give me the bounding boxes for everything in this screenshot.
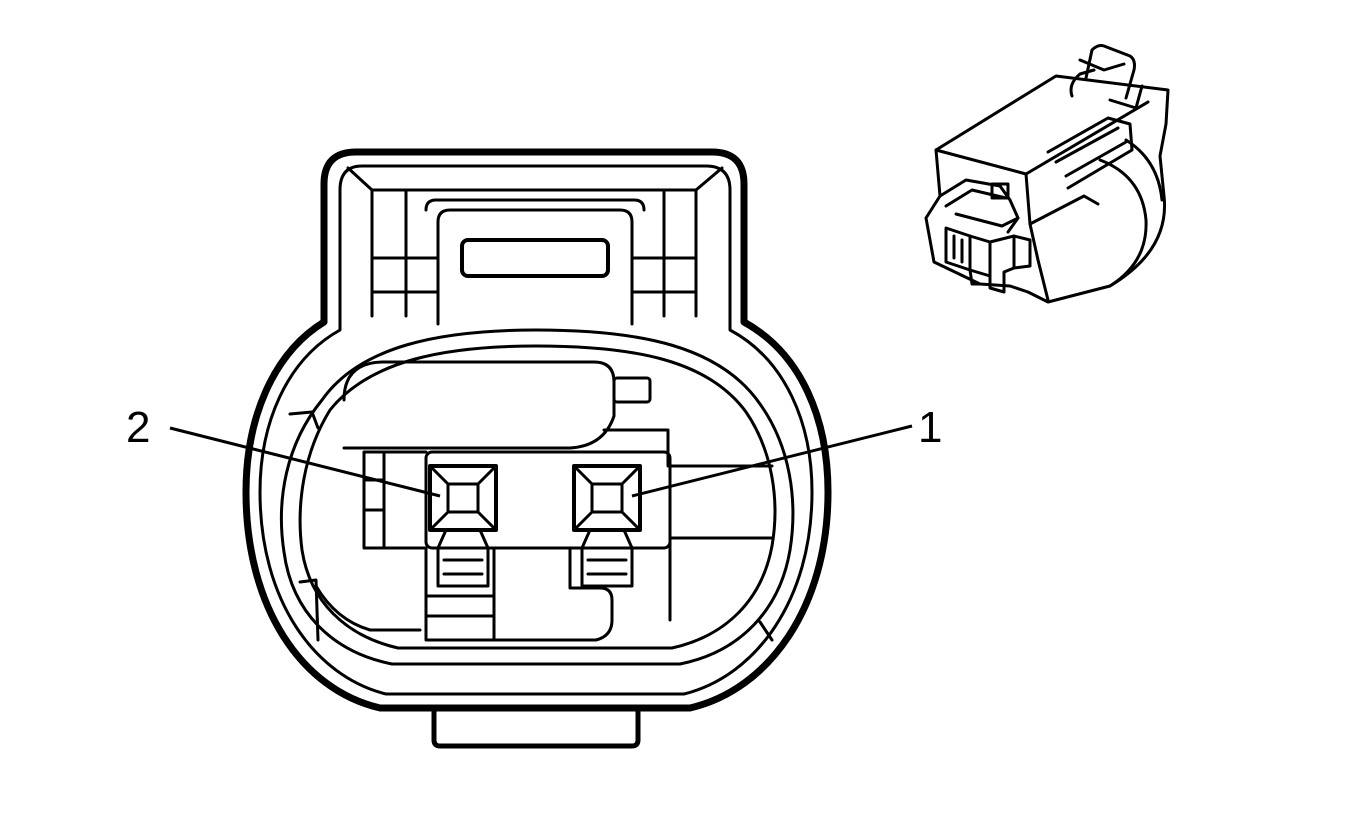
pin-2-leader: [169, 426, 441, 498]
pin-1-cavity: [572, 464, 642, 588]
latch-body: [436, 208, 634, 326]
pin-1-label: 1: [918, 403, 942, 452]
connector-isometric-icon: [924, 44, 1170, 304]
pin-2-cavity: [428, 464, 498, 588]
latch-body-inner: [424, 198, 646, 212]
left-notch-lower: [298, 578, 320, 642]
pin-2-label: 2: [126, 403, 150, 452]
carrier-left-ledge: [362, 450, 428, 550]
pin-1-leader: [631, 424, 913, 498]
shell-inner-offset: [258, 164, 814, 696]
secondary-lock: [492, 546, 614, 642]
left-lock-leg: [424, 546, 496, 642]
outer-shell: [242, 148, 832, 712]
lower-housing-wall: [668, 536, 774, 622]
lower-key-block: [314, 584, 422, 632]
bottom-tab: [431, 705, 641, 749]
terminal-chamber: [279, 328, 795, 666]
terminal-carrier: [424, 450, 672, 550]
upper-key-tab: [612, 376, 652, 404]
right-notch-lower: [758, 620, 774, 642]
latch-button: [460, 238, 610, 278]
upper-key-step: [602, 428, 774, 468]
latch-frame: [404, 188, 666, 318]
latch-housing-bevel: [346, 166, 724, 192]
upper-key-block: [342, 360, 616, 450]
left-notch-upper: [288, 410, 320, 430]
connector-face: [242, 148, 832, 749]
terminal-chamber-inner: [298, 344, 777, 650]
